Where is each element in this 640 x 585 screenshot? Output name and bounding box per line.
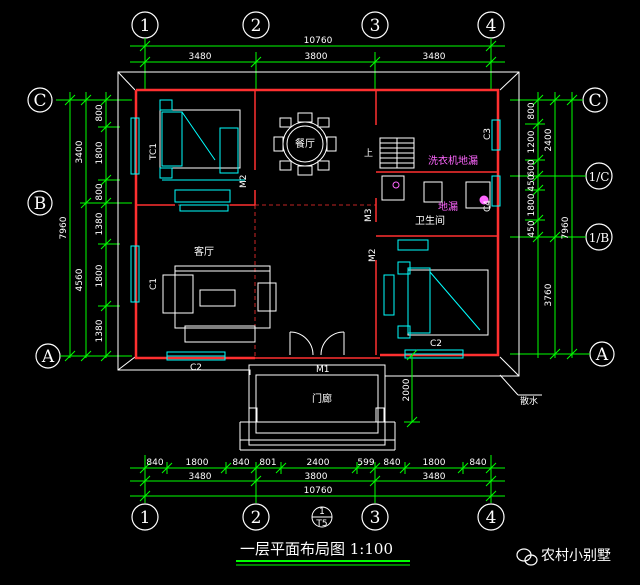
axis-row-b-left: B: [34, 194, 47, 214]
label-m2-b: M2: [368, 249, 378, 263]
label-c4: C4: [483, 200, 493, 212]
axis-col-4-top: 4: [486, 16, 497, 36]
dim-bottom-detail-8: 1800: [423, 458, 446, 468]
section-marker-top: 1: [319, 507, 325, 517]
axis-row-c-right: C: [588, 91, 601, 111]
dim-left-inner-4: 1380: [95, 212, 105, 235]
dim-top-bay-3: 3480: [423, 52, 446, 62]
label-c3: C3: [483, 128, 493, 140]
windows: [130, 117, 501, 361]
porch-dimension: [404, 349, 420, 428]
dim-porch-depth: 2000: [402, 378, 412, 401]
drainage-leader: [499, 374, 542, 396]
dim-bottom-detail-6: 599: [357, 458, 374, 468]
dim-left-overall: 7960: [59, 216, 69, 239]
wechat-icon: [516, 548, 538, 566]
dim-left-inner-3: 800: [95, 183, 105, 200]
label-m3: M3: [364, 209, 374, 223]
dim-right-overall: 7960: [561, 216, 571, 239]
dim-top-bay-1: 3480: [189, 52, 212, 62]
top-axis-bubbles: 1 2 3 4: [131, 11, 505, 39]
bedroom-1-furniture: [159, 99, 245, 203]
staircase: [379, 137, 415, 169]
dim-bottom-bay-2: 3800: [305, 472, 328, 482]
exterior-walls: [134, 88, 500, 360]
axis-col-1-bottom: 1: [140, 508, 151, 528]
drainage-apron-outline: [117, 71, 520, 377]
dim-right-upper: 2400: [544, 128, 554, 151]
interior-walls: [136, 90, 498, 359]
label-c1-a: C1: [149, 278, 159, 290]
living-room-furniture: [162, 265, 277, 343]
room-label-dining: 餐厅: [295, 137, 315, 150]
dim-right-inner-5: 1800: [527, 193, 537, 216]
bathroom-fixtures: [381, 175, 491, 209]
room-label-bathroom: 卫生间: [415, 214, 445, 227]
dim-bottom-detail-7: 840: [383, 458, 400, 468]
dim-bottom-detail-4: 801: [259, 458, 276, 468]
right-dimension-lines: [510, 92, 590, 360]
dim-left-lower: 4560: [75, 268, 85, 291]
dim-right-inner-3: 600: [527, 159, 537, 176]
dim-right-inner-2: 1200: [527, 130, 537, 153]
dim-left-upper: 3400: [75, 140, 85, 163]
right-axis-bubbles: C 1/C 1/B A: [582, 87, 615, 367]
dim-top-overall: 10760: [304, 36, 333, 46]
porch: [239, 364, 396, 451]
dim-bottom-detail-5: 2400: [307, 458, 330, 468]
axis-col-2-top: 2: [251, 16, 262, 36]
dim-right-inner-4: 450: [527, 174, 537, 191]
dim-right-inner-6: 450: [527, 220, 537, 237]
axis-row-a-right: A: [595, 345, 609, 365]
annotation-floor-drain: 地漏: [438, 200, 458, 213]
dim-bottom-overall: 10760: [304, 486, 333, 496]
annotation-washer-drain: 洗衣机地漏: [428, 154, 478, 167]
left-axis-bubbles: C B A: [27, 87, 61, 369]
label-c2-a: C2: [190, 363, 202, 373]
label-m2-a: M2: [239, 175, 249, 189]
axis-col-2-bottom: 2: [251, 508, 262, 528]
section-marker: [311, 506, 333, 528]
bottom-dimension-lines: [130, 455, 505, 503]
axis-col-3-bottom: 3: [370, 508, 381, 528]
dim-bottom-detail-9: 840: [469, 458, 486, 468]
dim-bottom-bay-1: 3480: [189, 472, 212, 482]
axis-row-c-left: C: [33, 91, 46, 111]
annotation-drainage: 散水: [520, 395, 538, 407]
dim-bottom-detail-2: 1800: [186, 458, 209, 468]
top-dimension-lines: [130, 38, 505, 90]
stair-up-label: 上: [364, 148, 373, 159]
bedroom-2-furniture: [383, 239, 489, 339]
dim-left-inner-2: 1800: [95, 141, 105, 164]
axis-row-1c-right: 1/C: [589, 170, 610, 184]
axis-col-3-top: 3: [370, 16, 381, 36]
dim-top-bay-2: 3800: [305, 52, 328, 62]
room-label-living: 客厅: [194, 245, 214, 258]
main-entry-door: [289, 331, 345, 356]
label-c2-b: C2: [430, 339, 442, 349]
dim-left-inner-6: 1380: [95, 319, 105, 342]
dim-bottom-detail-1: 840: [146, 458, 163, 468]
dim-bottom-bay-3: 3480: [423, 472, 446, 482]
dim-left-inner-5: 1800: [95, 264, 105, 287]
label-tc1-a: TC1: [149, 143, 159, 161]
section-marker-bottom: T5: [315, 519, 327, 529]
dim-right-lower: 3760: [544, 283, 554, 306]
left-dimension-lines: [56, 92, 132, 362]
dim-bottom-detail-3: 840: [232, 458, 249, 468]
axis-grid-lines: [136, 204, 376, 358]
axis-col-1-top: 1: [140, 16, 151, 36]
dining-table: [273, 112, 337, 176]
drawing-title: 一层平面布局图 1:100: [240, 540, 393, 558]
bottom-axis-bubbles: 1 2 3 4: [131, 503, 505, 531]
watermark-text: 农村小别墅: [541, 548, 611, 564]
axis-row-1b-right: 1/B: [589, 231, 610, 245]
dim-right-inner-1: 800: [527, 102, 537, 119]
axis-row-a-left: A: [41, 347, 55, 367]
dim-left-inner-1: 800: [95, 104, 105, 121]
axis-col-4-bottom: 4: [486, 508, 497, 528]
label-m1: M1: [316, 365, 330, 375]
room-label-porch: 门廊: [312, 392, 332, 405]
